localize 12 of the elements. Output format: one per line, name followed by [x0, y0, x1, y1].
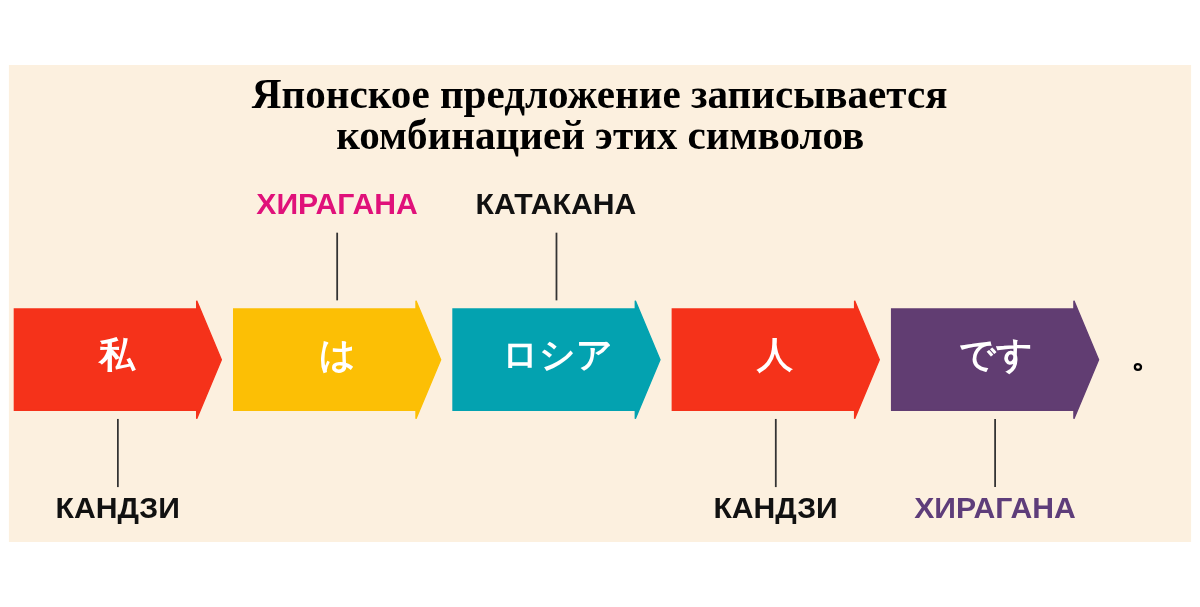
connector	[994, 418, 996, 488]
node-text: ХИРАГАНА	[914, 491, 1076, 525]
connector	[774, 418, 777, 488]
node-text: КАНДЗИ	[713, 491, 838, 525]
connector	[116, 418, 119, 488]
connector	[336, 231, 339, 302]
node-text: КАНДЗИ	[55, 491, 180, 525]
diagram-title: Японское предложение записывается комбинацией этих символов	[251, 70, 948, 158]
label: 。	[1131, 335, 1165, 375]
connector	[555, 231, 558, 302]
node-text: КАТАКАНА	[475, 186, 637, 220]
node-text: ХИРАГАНА	[256, 186, 418, 220]
